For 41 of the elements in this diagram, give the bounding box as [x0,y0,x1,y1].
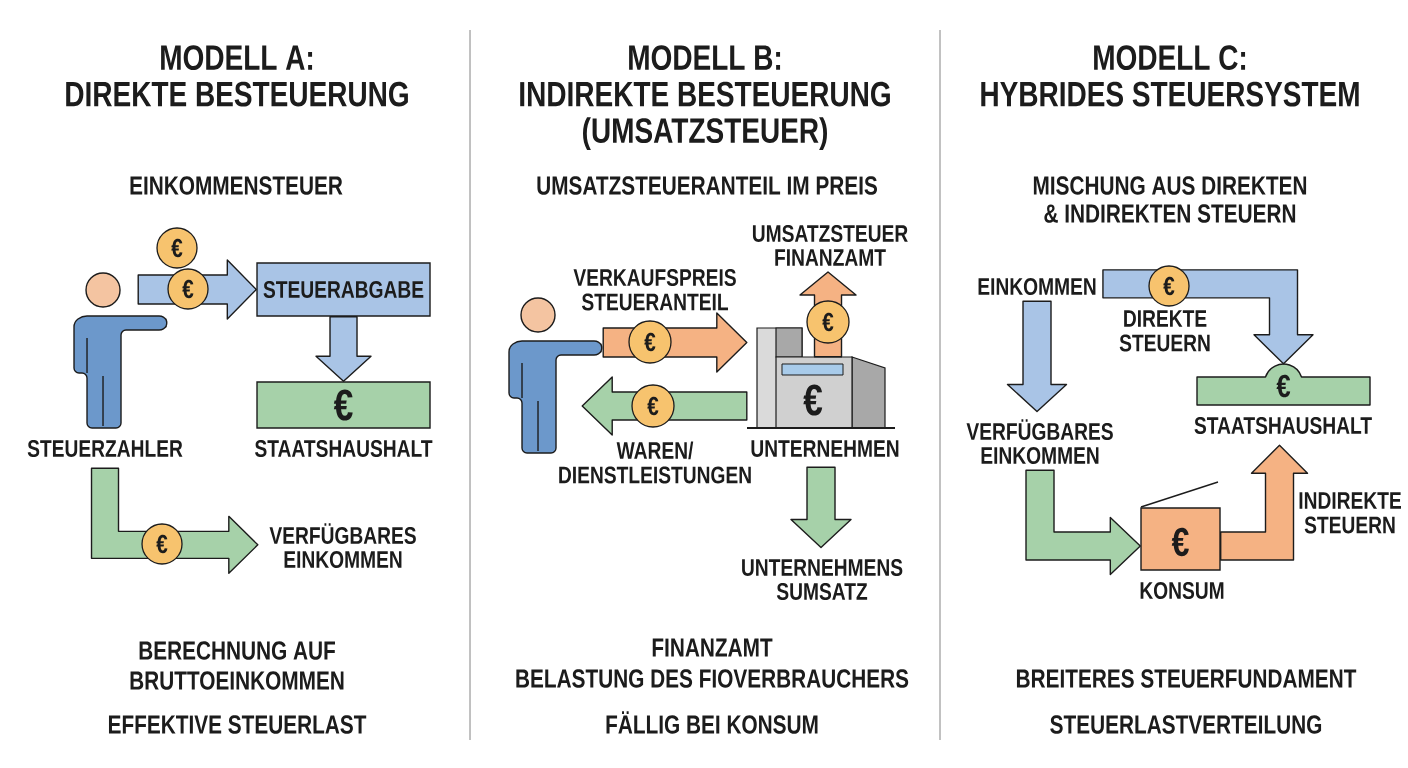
euro-coin: € [628,320,672,364]
edge-label: INDIREKTE STEUERN [1299,492,1401,534]
node-caption: UNTERNEHMEN [751,440,899,457]
panel-subheading: EINKOMMENSTEUER [130,176,343,195]
block-arrow [790,466,852,549]
flow-label: EINKOMMEN [978,278,1096,295]
note-text: EFFEKTIVE STEUERLAST [109,715,367,734]
euro-bar: € [1196,363,1371,406]
process-box: STEUERABGABE [256,262,431,317]
euro-coin: € [141,523,183,565]
note-text: FINANZAMT BELASTUNG DES FIOVERBRAUCHERS [516,638,909,688]
euro-coin: € [167,268,209,310]
flow-label: UMSATZSTEUER FINANZAMT [752,225,908,266]
euro-coin: € [1148,265,1190,307]
panel-heading: MODELL B: INDIREKTE BESTEUERUNG (UMSATZSTEUER) [520,45,890,150]
node-caption: STEUERZAHLER [27,440,183,457]
flow-label: VERFÜGBARES EINKOMMEN [269,523,416,568]
euro-box: € [256,381,431,429]
panel-subheading: UMSATZSTEUERANTEIL IM PREIS [537,176,877,195]
panel-heading: MODELL C: HYBRIDES STEUERSYSTEM [981,45,1359,107]
euro-box: € [1140,481,1221,571]
node-caption: STAATSHAUSHALT [255,440,433,457]
panel-subheading: MISCHUNG AUS DIREKTEN & INDIREKTEN STEUERN [1033,176,1307,223]
note-text: STEUERLASTVERTEILUNG [1050,715,1322,734]
euro-coin: € [156,227,198,269]
note-text: FÄLLIG BEI KONSUM [606,711,818,734]
block-arrow [315,316,372,382]
block-arrow [1025,469,1141,576]
node-caption: KONSUM [1140,582,1224,599]
edge-label: VERKAUFSPREIS STEUERANTEIL [573,269,736,311]
flow-label: UNTERNEHMENS SUMSATZ [742,559,903,600]
flow-label: VERFÜGBARES EINKOMMEN [966,419,1113,464]
node-caption: STAATSHAUSHALT [1194,417,1372,434]
edge-label: DIREKTE STEUERN [1119,310,1210,352]
euro-coin: € [631,384,675,428]
panel-heading: MODELL A: DIREKTE BESTEUERUNG [66,45,408,107]
edge-label: WAREN/ DIENSTLEISTUNGEN [559,441,751,484]
note-text: BERECHNUNG AUF BRUTTOEINKOMMEN [130,641,344,690]
block-arrow [1006,300,1068,413]
block-arrow [1220,444,1309,561]
note-text: BREITERES STEUERFUNDAMENT [1016,669,1357,688]
